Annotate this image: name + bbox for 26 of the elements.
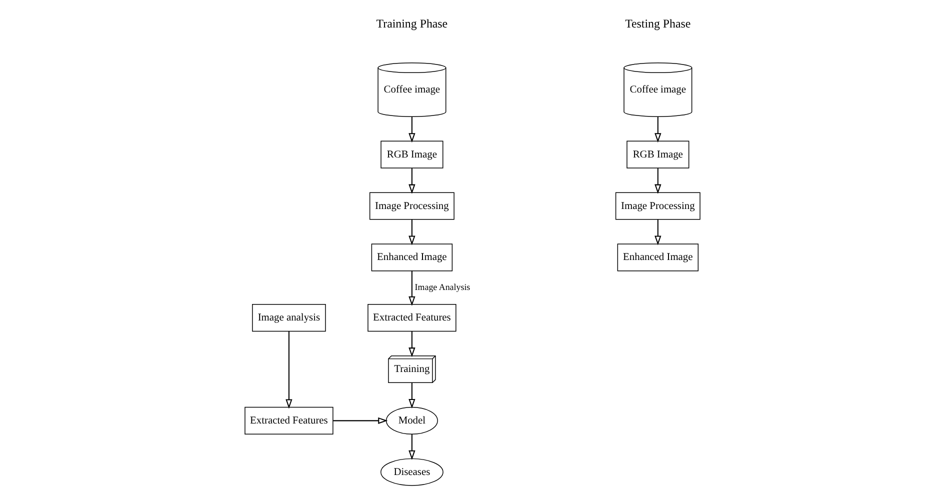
arrow (408, 331, 415, 358)
arrow (408, 168, 415, 194)
node-box: Image Processing (368, 192, 454, 220)
arrow (408, 220, 415, 246)
arrow (654, 116, 661, 143)
node-box: Extracted Features (367, 304, 456, 332)
arrow (332, 417, 388, 424)
arrow (654, 168, 661, 194)
node-box: RGB Image (626, 140, 689, 168)
node-box: Image analysis (252, 304, 326, 332)
node-box: Enhanced Image (616, 244, 698, 272)
label: Testing Phase (624, 16, 690, 31)
arrow (654, 220, 661, 246)
arrow (408, 270, 415, 306)
arrow (408, 116, 415, 143)
node-box: Image Processing (614, 192, 700, 220)
node-box: RGB Image (380, 140, 443, 168)
node-ellipse: Model (385, 406, 438, 434)
node-box: Enhanced Image (370, 244, 452, 272)
arrow (408, 382, 415, 409)
arrow (408, 434, 415, 460)
arrow (285, 331, 292, 409)
label: Training Phase (376, 16, 448, 31)
edge-label: Image Analysis (414, 282, 470, 292)
node-ellipse: Diseases (380, 458, 443, 486)
node-box: Extracted Features (244, 406, 333, 434)
